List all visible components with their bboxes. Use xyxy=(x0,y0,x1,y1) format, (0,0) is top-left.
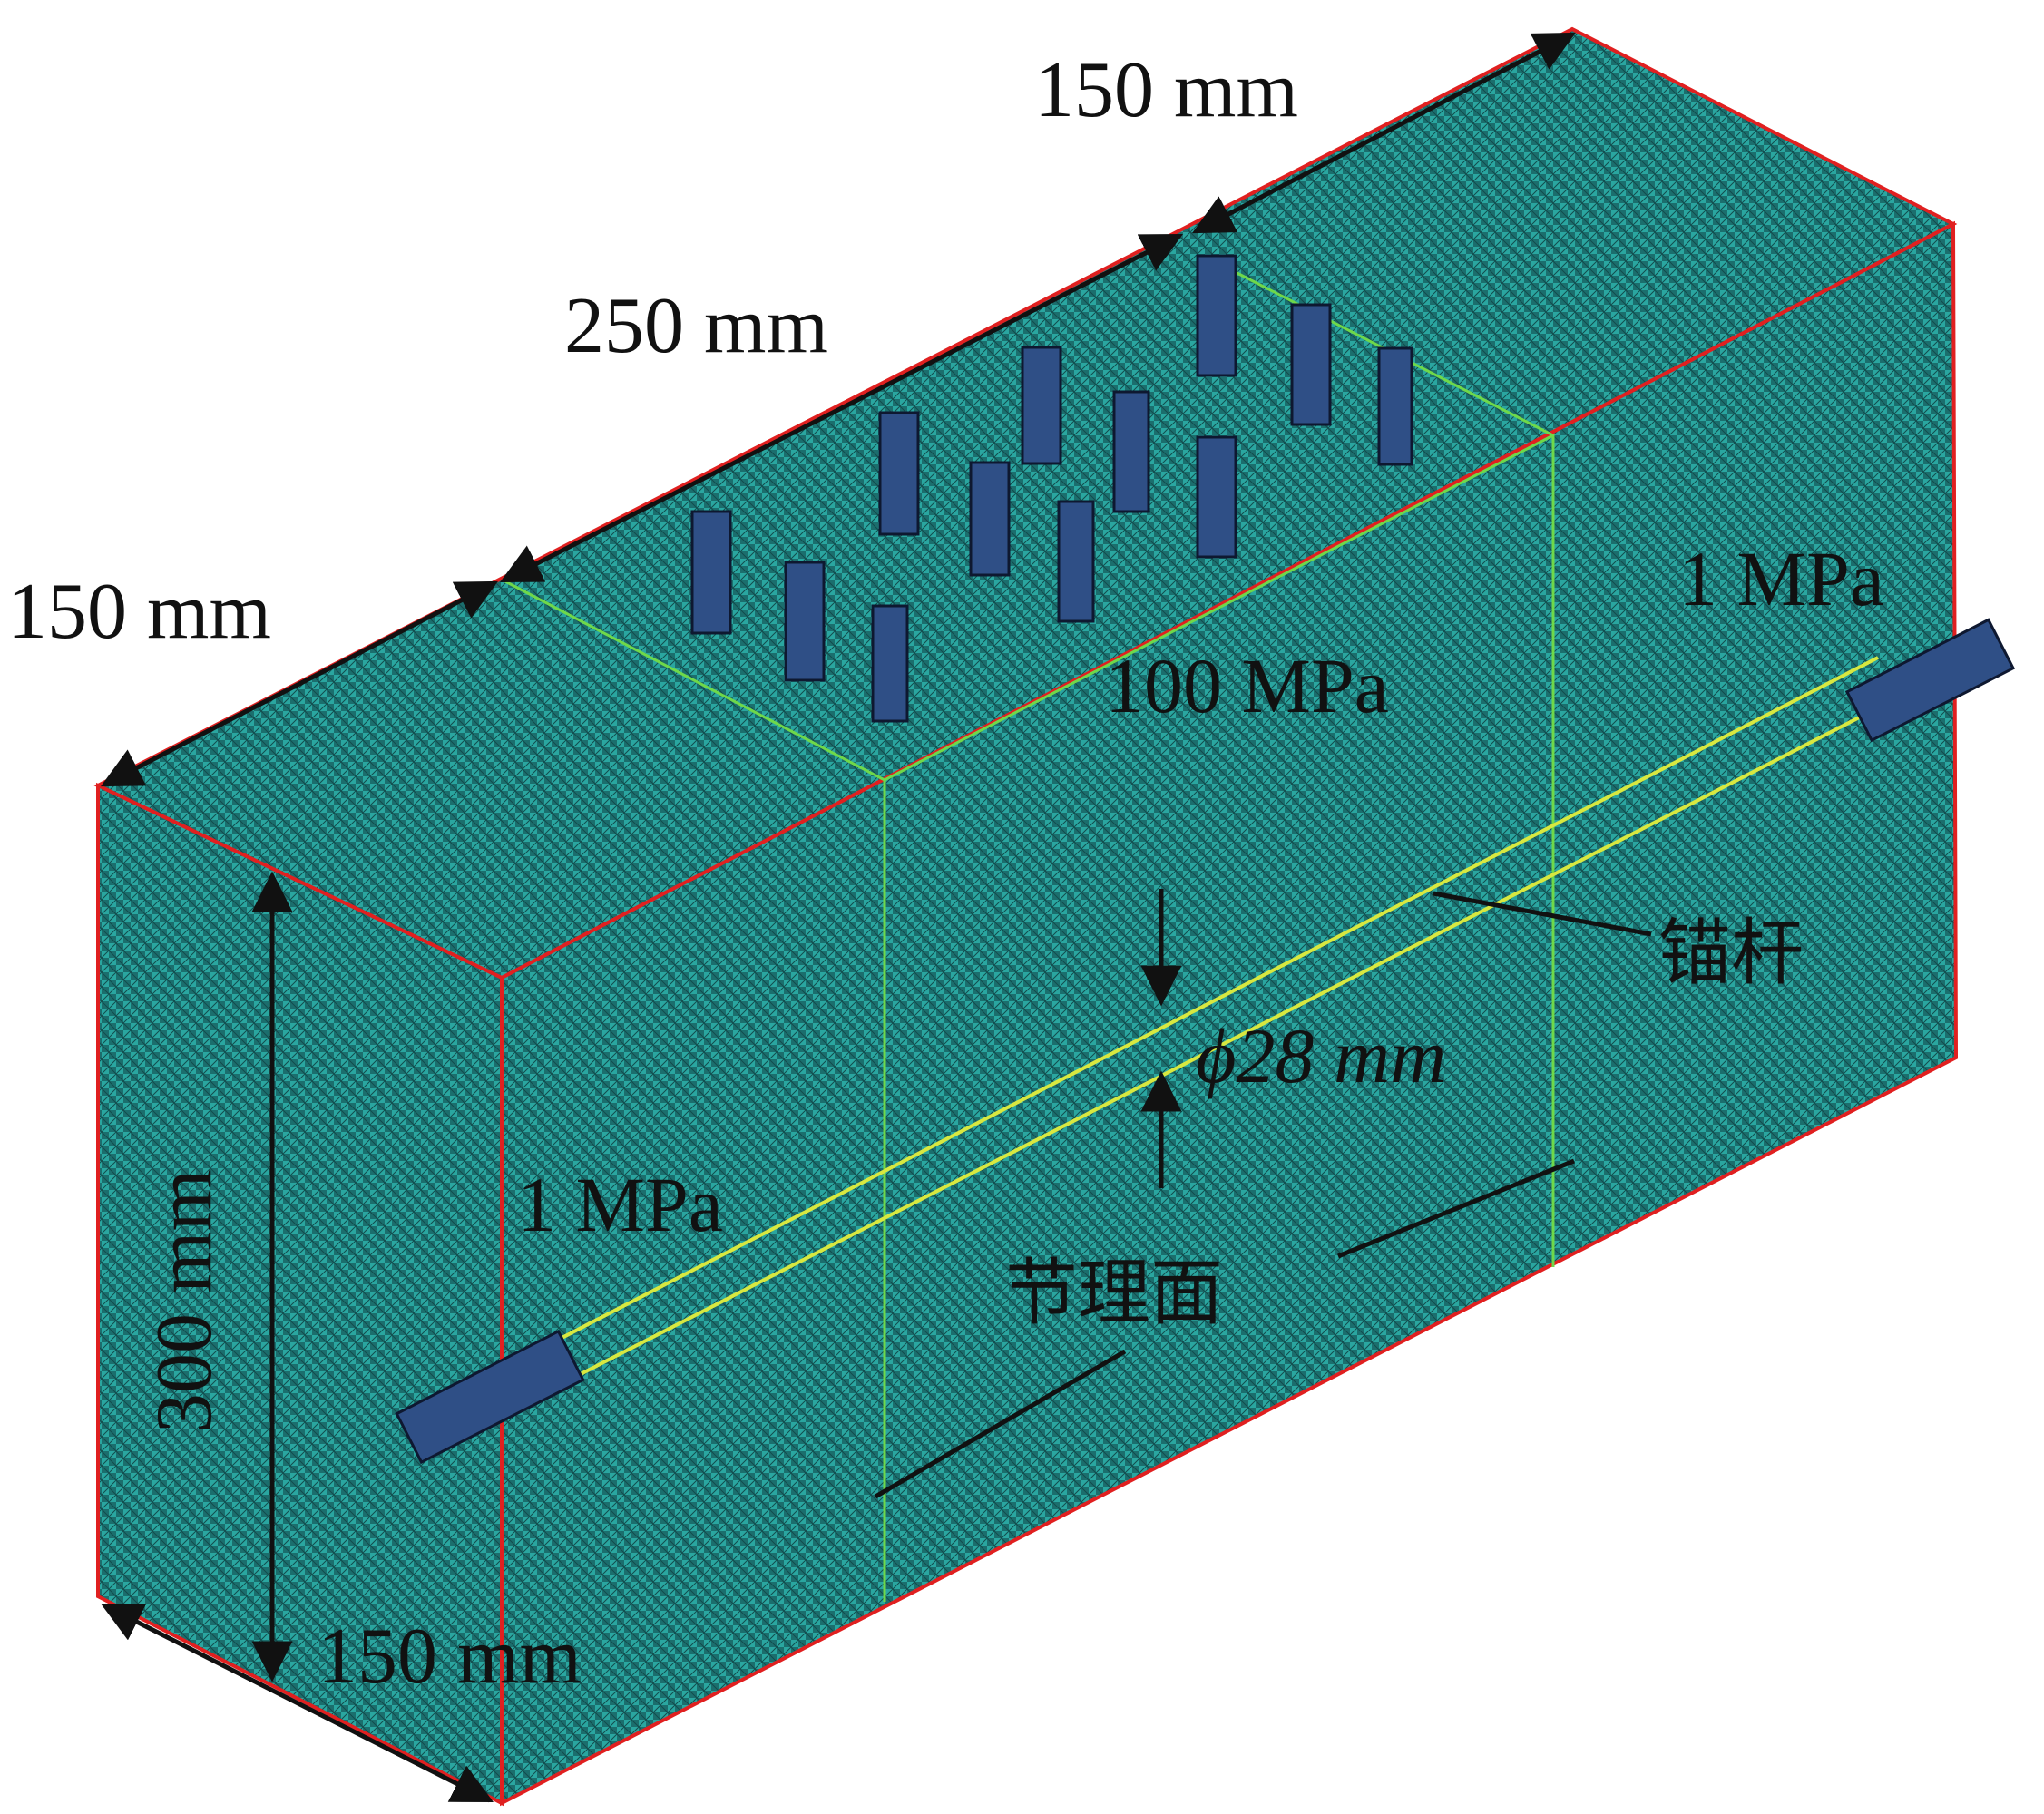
label-top-length: 250 mm xyxy=(564,282,828,370)
label-bottom-width: 150 mm xyxy=(318,1613,582,1701)
anchor-end-left xyxy=(395,1329,585,1465)
dim-top-middle xyxy=(499,233,1184,583)
label-height: 300 mm xyxy=(141,1169,229,1433)
label-anchor: 锚杆 xyxy=(1658,911,1804,995)
label-left-depth: 150 mm xyxy=(7,568,271,656)
leader-lines xyxy=(874,891,1652,1499)
anchor-end-right xyxy=(1844,618,2016,743)
label-left-pressure: 1 MPa xyxy=(517,1161,723,1248)
dim-bottom xyxy=(100,1603,494,1803)
anchor-bolt xyxy=(543,656,1906,1376)
left-face xyxy=(96,782,504,1807)
dim-top-right xyxy=(1192,32,1576,234)
joint-top-edge xyxy=(884,434,1554,782)
leader-joint-upper xyxy=(1337,1158,1575,1259)
label-diameter: ϕ28 mm xyxy=(1196,1012,1446,1099)
dimension-lines xyxy=(100,32,1576,1803)
leader-joint-lower xyxy=(874,1349,1127,1499)
leader-anchor xyxy=(1433,891,1652,937)
label-right-pressure: 1 MPa xyxy=(1678,535,1884,622)
label-top-depth: 150 mm xyxy=(1034,46,1298,134)
label-center-pressure: 100 MPa xyxy=(1105,642,1389,729)
dim-top-left xyxy=(101,580,498,787)
joint-planes xyxy=(503,266,1555,1602)
label-joint-plane: 节理面 xyxy=(1005,1251,1223,1335)
